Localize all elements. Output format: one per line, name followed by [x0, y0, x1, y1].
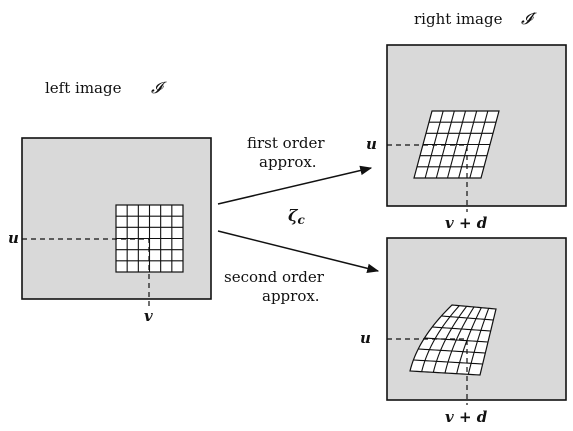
top-u-label: u [366, 135, 377, 153]
right-image-symbol: 𝓘′ [521, 9, 537, 28]
upper-arrow-label-line2: approx. [259, 153, 317, 171]
top-vd-label: v + d [445, 214, 488, 232]
zeta-subscript: c [297, 213, 305, 227]
affine-warped-grid-lines [417, 110, 496, 179]
grid-line [413, 359, 483, 365]
bottom-u-label: u [360, 329, 371, 347]
lower-arrow[interactable] [217, 230, 380, 274]
left-u-guide [22, 238, 150, 306]
lower-arrow-label-line1: second order [224, 268, 325, 286]
bottom-vd-label: v + d [445, 408, 488, 426]
lower-arrow-label-line2: approx. [262, 287, 320, 305]
zeta-symbol: ζ [288, 206, 299, 225]
right-image-title: right image [414, 10, 503, 28]
left-v-label: v [144, 307, 153, 325]
left-image-title: left image [45, 79, 122, 97]
upper-arrow[interactable] [217, 165, 373, 205]
left-u-label: u [8, 229, 19, 247]
left-image-symbol: 𝓘 [151, 78, 167, 97]
zeta-c-label: ζc [288, 206, 305, 227]
upper-arrow-label-line1: first order [247, 134, 325, 152]
